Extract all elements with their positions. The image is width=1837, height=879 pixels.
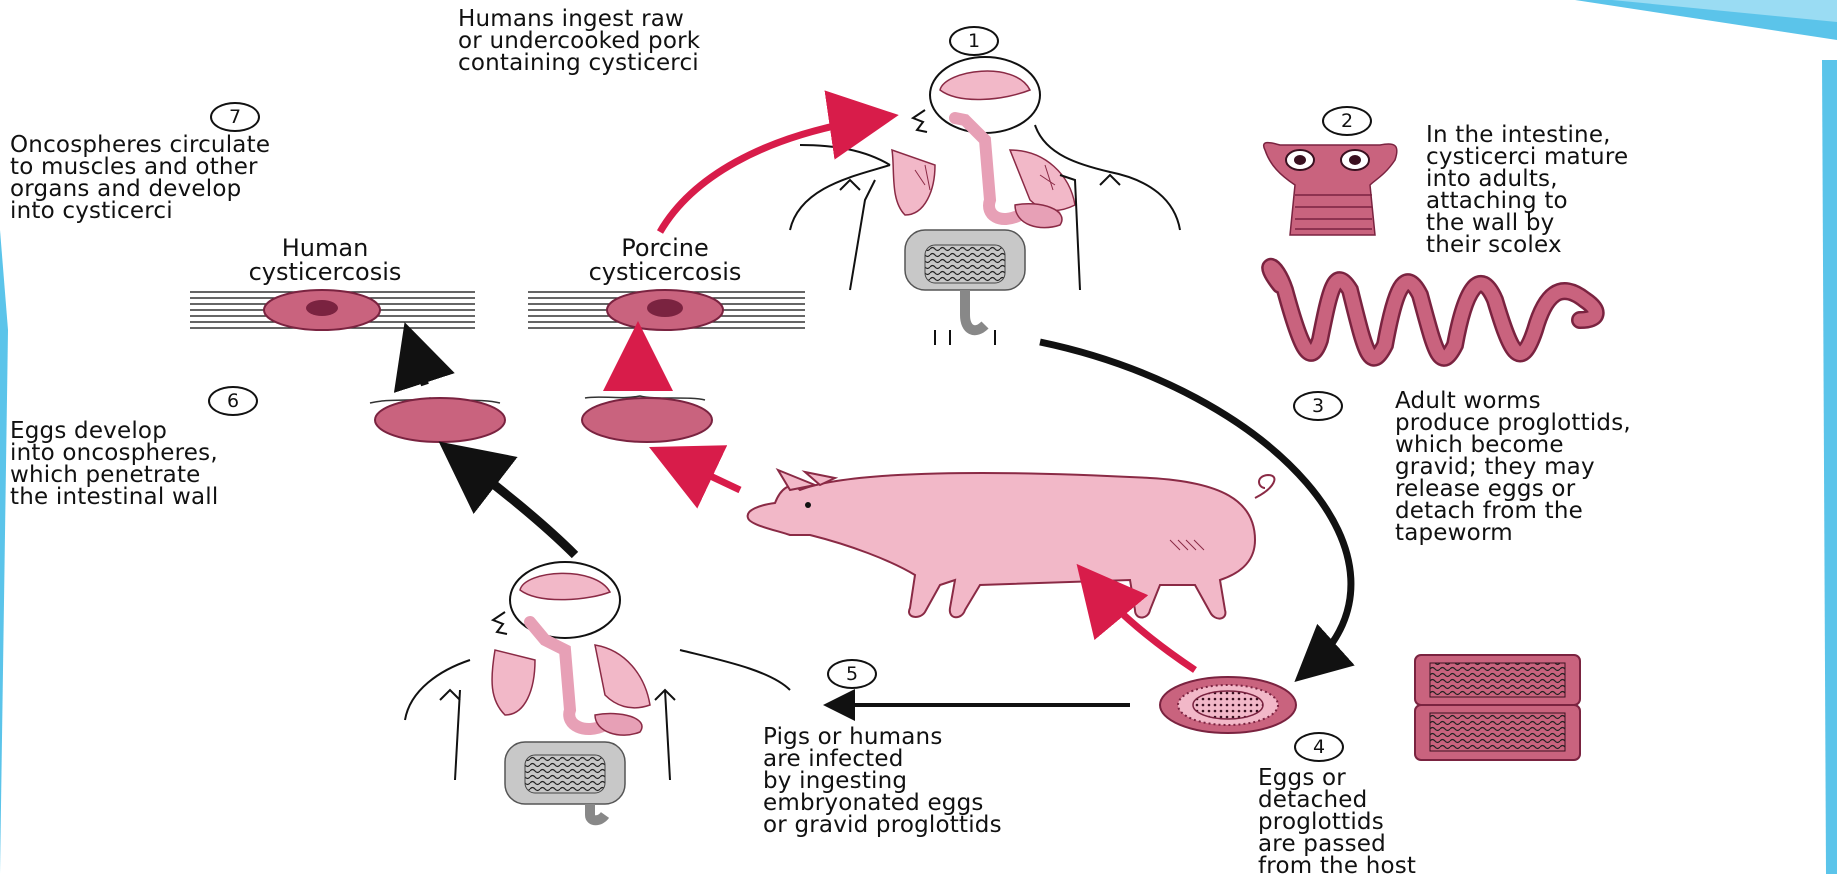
step-number-1: 1 xyxy=(949,26,999,56)
arrow-pig-to-oncosphere xyxy=(668,456,740,490)
step-5-text: Pigs or humans are infected by ingesting… xyxy=(763,726,1002,836)
arrow-ingest-pork xyxy=(660,118,878,232)
gravid-proglottids-illustration xyxy=(1415,655,1580,760)
porcine-cysticercosis-tissue xyxy=(528,290,805,330)
pig-illustration xyxy=(748,470,1275,619)
step-number-3: 3 xyxy=(1293,391,1343,421)
step-4-text: Eggs or detached proglottids are passed … xyxy=(1258,767,1416,877)
step-number-2: 2 xyxy=(1322,106,1372,136)
human-host-figure-bottom xyxy=(405,562,790,820)
oncosphere-human xyxy=(370,398,505,442)
step-number-5: 5 xyxy=(827,659,877,689)
human-host-figure-top xyxy=(790,57,1180,345)
step-number-7: 7 xyxy=(210,102,260,132)
human-cysticercosis-tissue xyxy=(190,290,475,330)
step-number-6: 6 xyxy=(208,386,258,416)
step-1-text: Humans ingest raw or undercooked pork co… xyxy=(458,8,700,74)
step-6-text: Eggs develop into oncospheres, which pen… xyxy=(10,420,218,508)
arrow-human-up xyxy=(412,345,425,385)
adult-worm-illustration xyxy=(1270,267,1596,358)
porcine-cysticercosis-caption: Porcine cysticercosis xyxy=(515,236,815,284)
step-number-4: 4 xyxy=(1294,732,1344,762)
oncosphere-porcine xyxy=(582,396,712,442)
step-3-text: Adult worms produce proglottids, which b… xyxy=(1395,390,1631,544)
embryonated-egg-illustration xyxy=(1160,677,1296,733)
arrow-human-to-oncosphere xyxy=(460,458,575,555)
step-7-text: Oncospheres circulate to muscles and oth… xyxy=(10,134,270,222)
step-2-text: In the intestine, cysticerci mature into… xyxy=(1426,124,1628,256)
scolex-illustration xyxy=(1264,143,1397,235)
human-cysticercosis-caption: Human cysticercosis xyxy=(175,236,475,284)
